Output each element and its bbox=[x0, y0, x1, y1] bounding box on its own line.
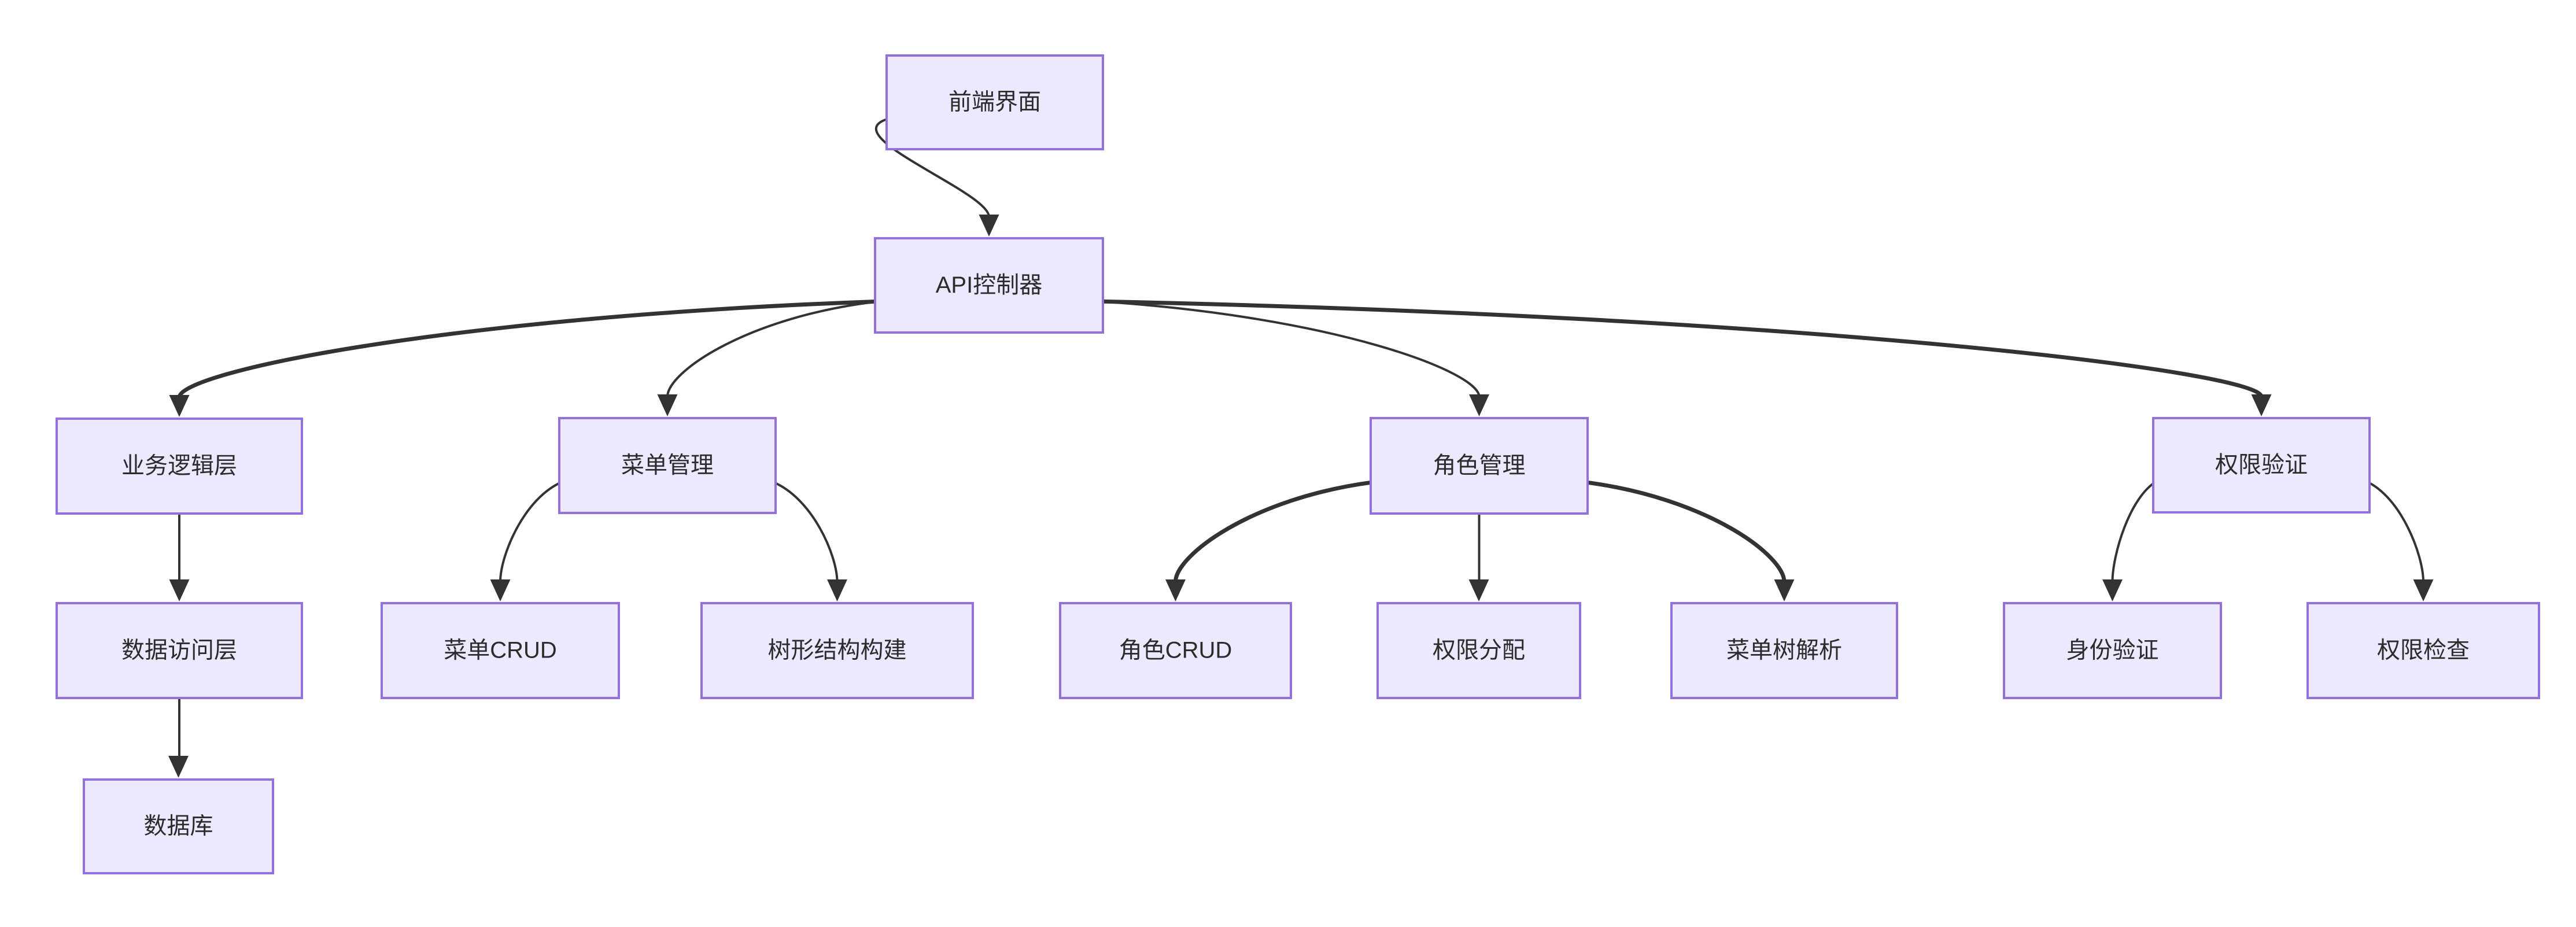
edge-arrowhead bbox=[827, 579, 847, 601]
node-box[interactable] bbox=[1370, 417, 1589, 515]
node-box[interactable] bbox=[2306, 602, 2540, 699]
node-box[interactable] bbox=[2152, 417, 2371, 514]
node-box[interactable] bbox=[885, 54, 1104, 150]
node-box[interactable] bbox=[56, 418, 303, 515]
edge-line bbox=[2111, 480, 2158, 582]
node-box[interactable] bbox=[558, 417, 777, 514]
edge-arrowhead bbox=[979, 215, 999, 237]
node-frontend[interactable]: 前端界面 bbox=[885, 54, 1104, 150]
edge-api-to-menu_mgmt bbox=[657, 300, 879, 416]
edge-api-to-role_mgmt bbox=[1099, 300, 1489, 416]
node-perm_auth[interactable]: 权限验证 bbox=[2152, 417, 2371, 514]
edge-menu_mgmt-to-tree_build bbox=[772, 481, 847, 601]
edge-arrowhead bbox=[168, 756, 189, 778]
edge-arrowhead bbox=[2413, 579, 2434, 601]
edge-line bbox=[499, 481, 563, 582]
node-box[interactable] bbox=[1670, 602, 1898, 699]
edge-arrowhead bbox=[169, 395, 190, 417]
node-menu_tree[interactable]: 菜单树解析 bbox=[1670, 602, 1898, 699]
edge-arrowhead bbox=[1774, 579, 1795, 601]
edge-line bbox=[875, 117, 990, 217]
edge-arrowhead bbox=[169, 579, 190, 601]
edge-arrowhead bbox=[1165, 579, 1186, 601]
edge-line bbox=[666, 300, 879, 397]
edge-perm_auth-to-perm_check bbox=[2365, 480, 2434, 601]
edge-role_mgmt-to-perm_assign bbox=[1468, 514, 1489, 601]
edge-line bbox=[1099, 300, 1481, 397]
node-box[interactable] bbox=[874, 237, 1104, 334]
node-box[interactable] bbox=[1376, 602, 1581, 699]
node-tree_build[interactable]: 树形结构构建 bbox=[700, 602, 974, 699]
edge-api-to-business bbox=[169, 299, 879, 417]
edge-role_mgmt-to-role_crud bbox=[1165, 480, 1375, 601]
nodes-layer: 前端界面 API控制器业务逻辑层 菜单管理 角色管理 权限验证数据访问层菜单CRUD 树形… bbox=[56, 54, 2540, 874]
node-role_crud[interactable]: 角色CRUD bbox=[1059, 602, 1292, 699]
node-menu_crud[interactable]: 菜单CRUD bbox=[381, 602, 620, 699]
edge-frontend-to-api bbox=[875, 117, 999, 237]
edge-line bbox=[772, 481, 839, 582]
edges-layer bbox=[168, 117, 2434, 778]
edge-line bbox=[1173, 480, 1375, 582]
edge-arrowhead bbox=[1468, 579, 1489, 601]
node-box[interactable] bbox=[2003, 602, 2222, 699]
node-box[interactable] bbox=[83, 778, 274, 874]
node-menu_mgmt[interactable]: 菜单管理 bbox=[558, 417, 777, 514]
edge-line bbox=[177, 299, 879, 398]
node-box[interactable] bbox=[700, 602, 974, 699]
edge-data_access-to-database bbox=[168, 698, 189, 778]
node-perm_check[interactable]: 权限检查 bbox=[2306, 602, 2540, 699]
edge-arrowhead bbox=[657, 394, 678, 416]
node-box[interactable] bbox=[1059, 602, 1292, 699]
node-identity[interactable]: 身份验证 bbox=[2003, 602, 2222, 699]
node-data_access[interactable]: 数据访问层 bbox=[56, 602, 303, 699]
node-business[interactable]: 业务逻辑层 bbox=[56, 418, 303, 515]
node-perm_assign[interactable]: 权限分配 bbox=[1376, 602, 1581, 699]
node-box[interactable] bbox=[56, 602, 303, 699]
node-api[interactable]: API控制器 bbox=[874, 237, 1104, 334]
node-database[interactable]: 数据库 bbox=[83, 778, 274, 874]
edge-menu_mgmt-to-menu_crud bbox=[490, 481, 563, 601]
edge-line bbox=[2365, 480, 2424, 582]
edge-api-to-perm_auth bbox=[1099, 299, 2272, 416]
edge-line bbox=[1099, 299, 2264, 398]
node-box[interactable] bbox=[381, 602, 620, 699]
edge-business-to-data_access bbox=[169, 514, 190, 601]
node-role_mgmt[interactable]: 角色管理 bbox=[1370, 417, 1589, 515]
edge-arrowhead bbox=[1469, 394, 1489, 416]
edge-perm_auth-to-identity bbox=[2102, 480, 2158, 601]
edge-arrowhead bbox=[490, 579, 511, 601]
edge-arrowhead bbox=[2102, 579, 2123, 601]
edge-role_mgmt-to-menu_tree bbox=[1584, 480, 1795, 601]
edge-arrowhead bbox=[2251, 394, 2272, 416]
edge-line bbox=[1584, 480, 1787, 582]
